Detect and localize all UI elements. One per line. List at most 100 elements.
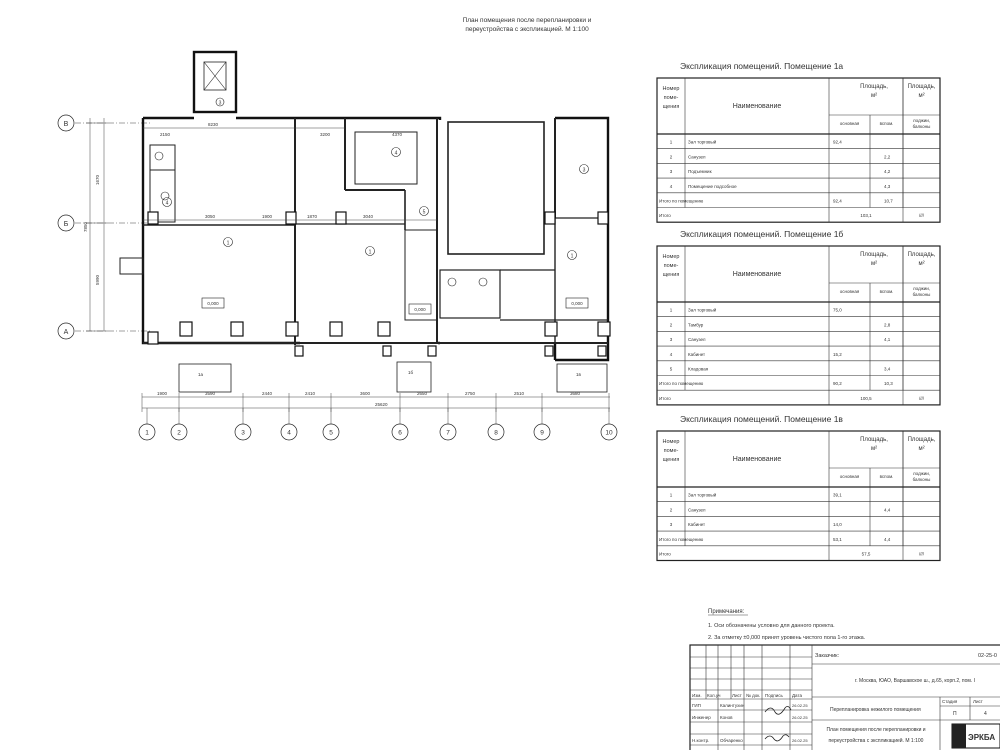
table-header-area-unit: м² [871, 261, 877, 267]
table-title: Экспликация помещений. Помещение 1а [680, 61, 843, 71]
table-row-main: 53,1 [833, 537, 842, 542]
table-row-main: 92,4 [833, 199, 842, 204]
stamp-drawing-line: переустройства с экспликацией. М 1:100 [829, 737, 924, 744]
table-row-name: Зал торговый [688, 139, 717, 145]
table-row-num: 3 [670, 337, 673, 342]
table-row-aux: 10,3 [884, 381, 893, 386]
stamp-stage-value: П [953, 711, 957, 717]
table-row-aux: 4,4 [884, 507, 891, 512]
table-header-loggia-area: Площадь, [908, 252, 936, 258]
table-total-loggia: //// [919, 396, 925, 401]
stamp-header: Лист [732, 693, 742, 698]
plan-title-line-2: переустройства с экспликацией. М 1:100 [465, 25, 589, 33]
table-row-name: Кабинет [688, 352, 705, 357]
table-row-num: 3 [670, 169, 673, 174]
table-header-num: Номер [663, 254, 680, 260]
left-dimensions: 1670 7850 5990 [83, 118, 108, 332]
logo-text: ЭРКБА [968, 733, 995, 742]
column-axis-label: 4 [287, 430, 291, 437]
columns [147, 211, 611, 357]
dim-text: 3050 [205, 214, 216, 219]
signature [764, 706, 792, 715]
room-label: 5 [423, 210, 426, 216]
table-row-main: 75,0 [833, 308, 842, 313]
table-header-aux: вспом. [880, 474, 894, 479]
stamp-code: 02-25-0 [978, 653, 997, 659]
table-title: Экспликация помещений. Помещение 1в [680, 414, 843, 424]
stamp-role: ГИП [692, 703, 701, 708]
stamp-header: № док. [746, 693, 760, 698]
table-header-num: щения [663, 104, 680, 110]
table-total-label: Итого [659, 552, 671, 557]
table-row-main: 92,4 [833, 140, 842, 145]
table-row-aux: 4,1 [884, 337, 891, 342]
dim-text: 2410 [305, 391, 316, 396]
table-header-loggia-unit: м² [918, 93, 924, 99]
stamp-person: Конов [720, 715, 733, 720]
room-label: 3 [219, 101, 222, 107]
table-total-area: 100,5 [860, 396, 872, 401]
table-header-loggia: лоджии, [913, 118, 930, 123]
column-axis-label: 1 [145, 430, 149, 437]
table-row-num: 2 [670, 322, 673, 327]
table-row-main: 90,2 [833, 381, 842, 386]
table-header-main: основная [840, 289, 860, 294]
dim-text: 3600 [360, 391, 371, 396]
table-header-name: Наименование [733, 271, 782, 278]
table-total-area: 57,5 [862, 552, 871, 557]
table-row-num: 4 [670, 184, 673, 189]
row-axis-label: А [64, 329, 69, 336]
left-dim-text: 7850 [83, 221, 88, 232]
room-label: 1 [227, 241, 230, 247]
dim-text: 3040 [363, 214, 374, 219]
porch-label: 1а [198, 372, 204, 377]
stamp-drawing-line: План помещения после перепланировки и [826, 727, 925, 733]
stamp-sheet-value: 4 [984, 711, 987, 717]
table-header-num: Номер [663, 86, 680, 92]
table-header-loggia-area: Площадь, [908, 84, 936, 90]
table-row-num: 2 [670, 154, 673, 159]
left-dim-text: 1670 [95, 174, 100, 185]
table-row-name: Зал торговый [688, 492, 717, 498]
table-subtotal-label: Итого по помещению [659, 381, 704, 386]
stamp-address: г. Москва, ЮАО, Варшавское ш., д.65, кор… [855, 678, 975, 684]
notes: Примечания: 1. Оси обозначены условно дл… [708, 609, 866, 641]
stamp-role: Инженер [692, 715, 711, 720]
level-mark: 0,000 [571, 301, 583, 306]
stamp-project: Перепланировка нежилого помещения [830, 707, 921, 713]
table-header-area-unit: м² [871, 446, 877, 452]
table-total-label: Итого [659, 213, 671, 218]
dim-text: 1900 [262, 214, 273, 219]
table-row-num: 2 [670, 507, 673, 512]
stamp-person: Калинтухин [720, 703, 745, 708]
table-row-name: Санузел [688, 337, 706, 342]
note-item: 1. Оси обозначены условно для данного пр… [708, 623, 835, 629]
table-header-loggia-unit: м² [918, 446, 924, 452]
table-row-aux: 4,2 [884, 169, 891, 174]
notes-title: Примечания: [708, 609, 745, 615]
table-row-main: 14,0 [833, 522, 842, 527]
table-row-name: Санузел [688, 507, 706, 512]
table-header-loggia: лоджии, [913, 286, 930, 291]
bottom-dimensions: 1900 3590 2440 2410 3600 2650 2750 2510 … [141, 391, 610, 412]
table-row-num: 1 [670, 140, 673, 145]
table-row-aux: 4,4 [884, 537, 891, 542]
stamp-header: Кол.уч [707, 693, 721, 698]
dim-text: 2440 [262, 391, 273, 396]
table-header-loggia: балконы [913, 477, 931, 482]
dim-text: 3590 [205, 391, 216, 396]
table-row-name: Зал торговый [688, 307, 717, 313]
table-row-name: Кладовая [688, 367, 709, 372]
table-header-loggia: балконы [913, 124, 931, 129]
dim-text: 4370 [392, 132, 403, 137]
stamp-sheet-header: Лист [973, 699, 983, 704]
left-dim-text: 5990 [95, 274, 100, 285]
dim-text: 3200 [320, 132, 331, 137]
table-header-loggia: лоджии, [913, 471, 930, 476]
table-header-num: щения [663, 457, 680, 463]
elevator-shaft: 3 [192, 50, 238, 114]
room-label: 4 [395, 151, 398, 157]
table-header-loggia: балконы [913, 292, 931, 297]
table-row-num: 3 [670, 522, 673, 527]
